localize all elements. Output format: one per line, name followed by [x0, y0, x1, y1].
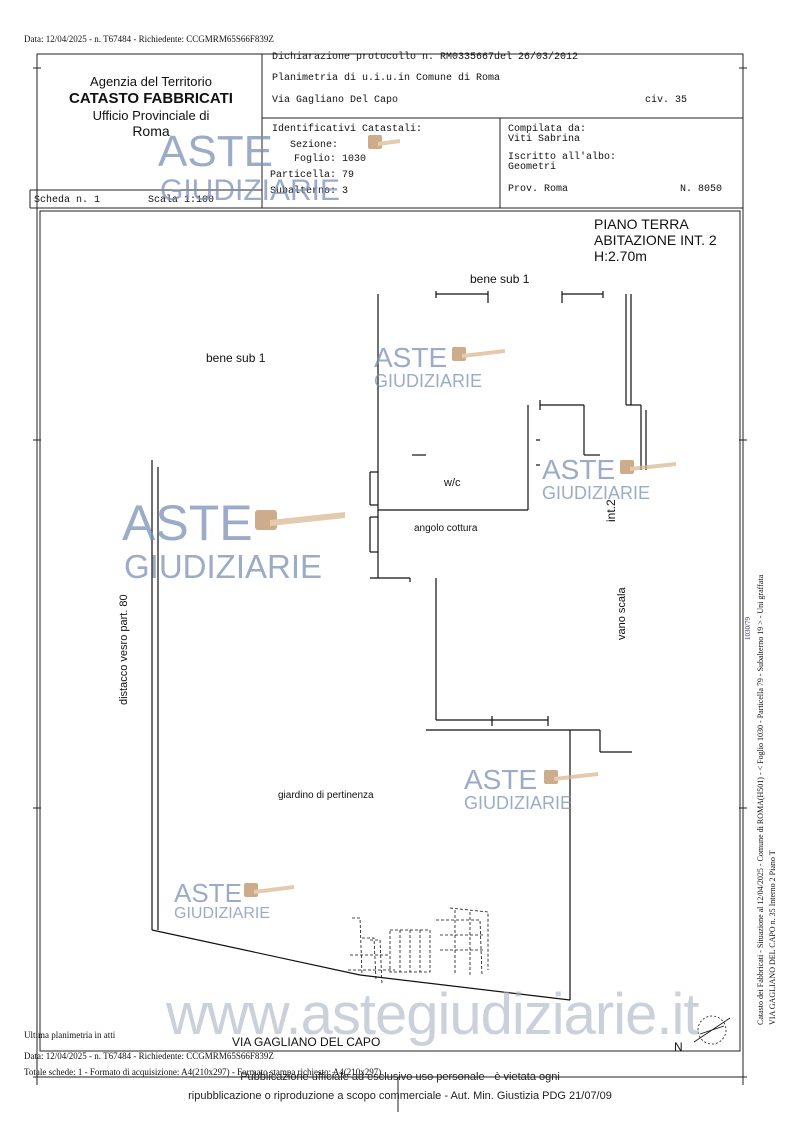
office-label: Ufficio Provinciale di	[92, 107, 210, 123]
watermark-giudiziarie: GIUDIZIARIE	[542, 483, 651, 503]
particella-field: Particella: 79	[270, 170, 355, 181]
watermark-giudiziarie: GIUDIZIARIE	[374, 371, 483, 391]
office-city: Roma	[132, 123, 170, 140]
planimetry-line: Planimetria di u.i.u.in Comune di Roma	[272, 73, 501, 84]
watermark-aste: ASTE	[158, 127, 273, 176]
label-bene-sub-left: bene sub 1	[206, 351, 266, 365]
scala-label: Scala 1:100	[148, 195, 215, 206]
province-field: Prov. Roma	[508, 184, 569, 195]
publication-notice-1: Pubblicazione ufficiale ad esclusivo uso…	[240, 1071, 560, 1083]
north-arrow-icon	[693, 1015, 731, 1045]
watermark-aste: ASTE	[374, 342, 448, 373]
watermark-site: www.astegiudiziarie.it	[166, 982, 699, 1047]
watermark-aste: ASTE	[122, 495, 253, 551]
total-sheets-line: Totale schede: 1 - Formato di acquisizio…	[24, 1067, 382, 1077]
iscritto-label: Iscritto all'albo:	[508, 152, 617, 163]
scheda-label: Scheda n. 1	[34, 195, 101, 206]
watermark-aste: ASTE	[542, 454, 616, 485]
identificativi-label: Identificativi Catastali:	[272, 124, 423, 135]
civ-number: civ. 35	[645, 95, 688, 106]
side-stamp: 1030/79	[744, 617, 752, 640]
publication-notice-2: ripubblicazione o riproduzione a scopo c…	[188, 1090, 612, 1102]
subalterno-field: Subalterno: 3	[270, 186, 349, 197]
watermark-giudiziarie: GIUDIZIARIE	[160, 174, 341, 207]
compiler-name: Viti Sabrina	[508, 134, 581, 145]
side-address-info: VIA GAGLIANO DEL CAPO n. 35 Interno 2 Pi…	[768, 850, 777, 1025]
label-street: VIA GAGLIANO DEL CAPO	[232, 1035, 381, 1049]
agency-name: Agenzia del Territorio	[90, 74, 212, 89]
declaration-line: Dichiarazione protocollo n. RM0335667del…	[272, 52, 579, 63]
sezione-field: Sezione:	[290, 140, 339, 151]
registration-number: N. 8050	[680, 184, 723, 195]
north-label: N	[674, 1040, 683, 1054]
watermark-aste: ASTE	[464, 764, 538, 795]
label-wc: w/c	[444, 477, 461, 489]
foglio-field: Foglio: 1030	[294, 154, 367, 165]
compilata-label: Compilata da:	[508, 124, 587, 135]
albo-value: Geometri	[508, 162, 557, 173]
label-vano-scala: vano scala	[616, 587, 628, 640]
last-plan-note: Ultima planimetria in atti	[24, 1030, 116, 1040]
watermark-giudiziarie: GIUDIZIARIE	[174, 905, 271, 922]
plan-title-unit: ABITAZIONE INT. 2	[594, 232, 717, 249]
label-giardino: giardino di pertinenza	[278, 790, 374, 801]
plan-title-floor: PIANO TERRA	[594, 216, 689, 232]
watermark-aste: ASTE	[174, 878, 242, 908]
street-line: Via Gagliano Del Capo	[272, 95, 399, 106]
label-angolo-cottura: angolo cottura	[414, 523, 478, 534]
request-line: Data: 12/04/2025 - n. T67484 - Richieden…	[24, 34, 274, 44]
plan-title: PIANO TERRA ABITAZIONE INT. 2 H:2.70m	[594, 216, 717, 264]
watermark-giudiziarie: GIUDIZIARIE	[464, 793, 573, 813]
label-bene-sub-top: bene sub 1	[470, 272, 530, 286]
side-cadastral-info: Catasto dei Fabbricati - Situazione al 1…	[756, 574, 765, 1025]
catasto-title: CATASTO FABBRICATI	[69, 89, 233, 107]
watermark-giudiziarie: GIUDIZIARIE	[124, 548, 323, 585]
label-distacco: distacco vesro part. 80	[118, 594, 130, 705]
plan-title-height: H:2.70m	[594, 248, 647, 265]
agency-block: Agenzia del Territorio CATASTO FABBRICAT…	[40, 74, 262, 140]
gavel-icon	[244, 135, 676, 897]
bottom-request-line: Data: 12/04/2025 - n. T67484 - Richieden…	[24, 1051, 274, 1061]
